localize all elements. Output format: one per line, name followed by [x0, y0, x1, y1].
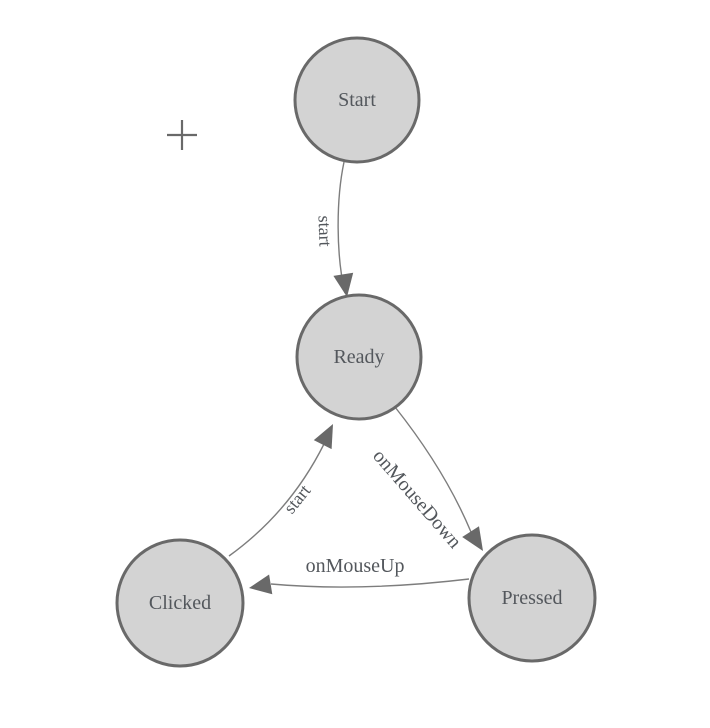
node-clicked[interactable]: Clicked — [115, 538, 245, 668]
node-pressed-circle[interactable] — [467, 533, 597, 663]
node-pressed-label: Pressed — [501, 587, 562, 609]
edge-pressed-to-clicked-line[interactable] — [270, 578, 470, 588]
plus-crosshair-icon — [167, 120, 197, 150]
edge-label-start-top: start — [314, 215, 335, 247]
edge-ready-to-pressed-line[interactable] — [394, 406, 472, 533]
node-start-circle[interactable] — [293, 36, 421, 164]
node-clicked-label: Clicked — [149, 592, 211, 614]
arrowhead-icon — [249, 574, 273, 595]
node-start[interactable]: Start — [293, 36, 421, 164]
node-start-label: Start — [338, 89, 376, 111]
edge-start-to-ready-line[interactable] — [337, 161, 346, 294]
node-ready-label: Ready — [333, 346, 384, 368]
edge-ready-to-pressed[interactable]: onMouseDown — [368, 406, 483, 553]
node-ready-circle[interactable] — [295, 293, 423, 421]
edge-label-start-bottom: start — [279, 481, 314, 518]
node-pressed[interactable]: Pressed — [467, 533, 597, 663]
node-clicked-circle[interactable] — [115, 538, 245, 668]
edge-clicked-to-ready-line[interactable] — [228, 443, 325, 557]
arrowhead-icon — [333, 272, 354, 297]
edge-label-onmousedown: onMouseDown — [368, 445, 466, 553]
arrowhead-icon — [462, 526, 483, 551]
edge-start-to-ready[interactable]: start — [314, 161, 354, 297]
edge-pressed-to-clicked[interactable]: onMouseUp — [249, 555, 470, 595]
edge-clicked-to-ready[interactable]: start — [228, 424, 333, 557]
node-ready[interactable]: Ready — [295, 293, 423, 421]
edge-label-onmouseup: onMouseUp — [306, 555, 405, 577]
arrowhead-icon — [313, 424, 333, 450]
